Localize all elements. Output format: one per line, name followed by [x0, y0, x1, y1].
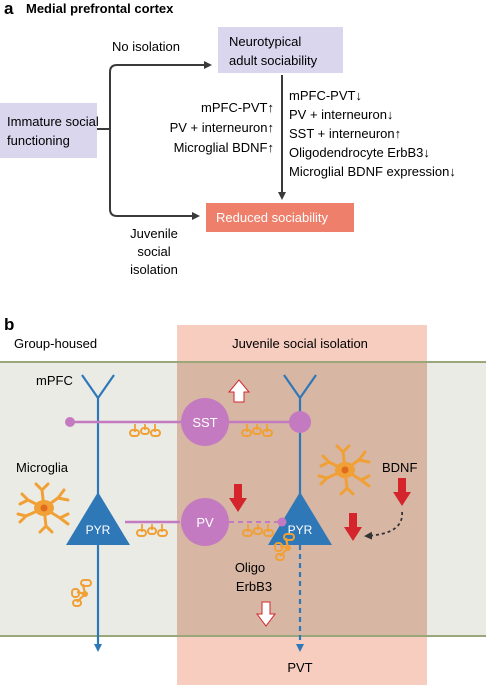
group-housed-label: Group-housed	[14, 336, 97, 351]
left-change-2: PV + interneuron↑	[170, 120, 274, 135]
immature-label-2: functioning	[7, 133, 70, 148]
left-pyr-soma	[66, 492, 130, 545]
erbb3-decrease-arrow	[256, 601, 276, 627]
right-change-2: PV + interneuron↓	[289, 107, 393, 122]
pv-right-terminal	[277, 517, 287, 527]
panel-a-title: Medial prefrontal cortex	[26, 1, 174, 16]
immature-label-1: Immature social	[7, 114, 99, 129]
branch-arrow-isolation	[109, 129, 200, 220]
panel-b-letter: b	[4, 315, 14, 334]
right-pyr-label: PYR	[288, 523, 313, 537]
left-change-1: mPFC-PVT↑	[201, 100, 274, 115]
oligo-label: Oligo	[235, 560, 265, 575]
pv-soma	[181, 498, 229, 546]
panel-a-letter: a	[4, 0, 14, 18]
sst-right-terminal	[289, 411, 311, 433]
pvt-label: PVT	[287, 660, 312, 675]
no-isolation-label: No isolation	[112, 39, 180, 54]
right-change-3: SST + interneuron↑	[289, 126, 401, 141]
left-change-3: Microglial BDNF↑	[174, 140, 274, 155]
microglia-label: Microglia	[16, 460, 69, 475]
bdnf-dashed-arrow	[364, 511, 403, 540]
juvenile-label-1: Juvenile	[130, 226, 178, 241]
left-pyr-dendrite	[81, 374, 115, 495]
sst-increase-arrow	[227, 379, 251, 403]
right-change-1: mPFC-PVT↓	[289, 88, 362, 103]
sst-label: SST	[192, 415, 217, 430]
pv-label: PV	[196, 515, 214, 530]
pyr-decrease-arrow	[344, 513, 362, 541]
sst-left-terminal	[65, 417, 75, 427]
neurotypical-label-2: adult sociability	[229, 53, 318, 68]
mpfc-label: mPFC	[36, 373, 73, 388]
reduced-sociability-label: Reduced sociability	[216, 210, 329, 225]
neurotypical-label-1: Neurotypical	[229, 34, 301, 49]
bdnf-decrease-arrow	[393, 478, 411, 506]
bdnf-label: BDNF	[382, 460, 417, 475]
right-change-5: Microglial BDNF expression↓	[289, 164, 456, 179]
left-pyr-label: PYR	[86, 523, 111, 537]
right-pyr-soma	[268, 492, 332, 545]
juvenile-isolation-label: Juvenile social isolation	[232, 336, 368, 351]
reduced-sociability-box	[206, 203, 354, 232]
branch-arrow-no-isolation	[97, 61, 212, 130]
juvenile-label-2: social	[137, 244, 170, 259]
immature-box	[0, 103, 97, 158]
pv-decrease-arrow	[229, 484, 247, 512]
right-change-4: Oligodendrocyte ErbB3↓	[289, 145, 430, 160]
sst-soma	[181, 398, 229, 446]
erbb3-label: ErbB3	[236, 579, 272, 594]
juvenile-label-3: isolation	[130, 262, 178, 277]
neurotypical-box	[218, 27, 343, 73]
